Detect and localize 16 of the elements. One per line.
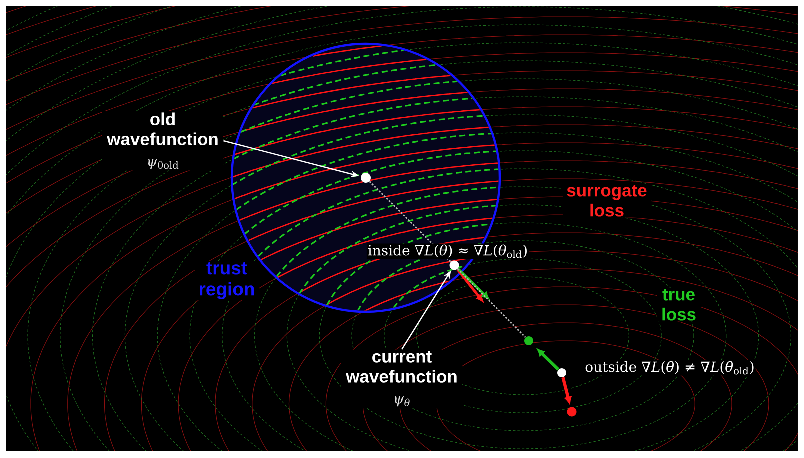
gradient-arrow: [538, 349, 560, 371]
point-dot: [558, 368, 566, 378]
callout-label: old wavefunction ψ$_{θold}$: [102, 111, 224, 171]
region-label: trust region: [195, 262, 259, 300]
dotted-line: [369, 181, 452, 263]
contour-label: surrogate loss: [563, 184, 651, 218]
callout-label: current wavefunction ψ$_{θ}$: [342, 350, 462, 408]
contour-label: true loss: [657, 288, 701, 322]
minimum-dot: [524, 336, 534, 346]
annotation-text: outside ∇L(θ) ≠ ∇L(θ$_{old}$): [584, 360, 756, 376]
gradient-arrow: [562, 377, 572, 404]
point-dot: [361, 173, 371, 183]
minimum-dot: [567, 407, 577, 417]
annotation-text: inside ∇L(θ) ≈ ∇L(θ$_{old}$): [366, 244, 530, 260]
dotted-line: [457, 268, 526, 338]
point-dot: [450, 260, 460, 270]
